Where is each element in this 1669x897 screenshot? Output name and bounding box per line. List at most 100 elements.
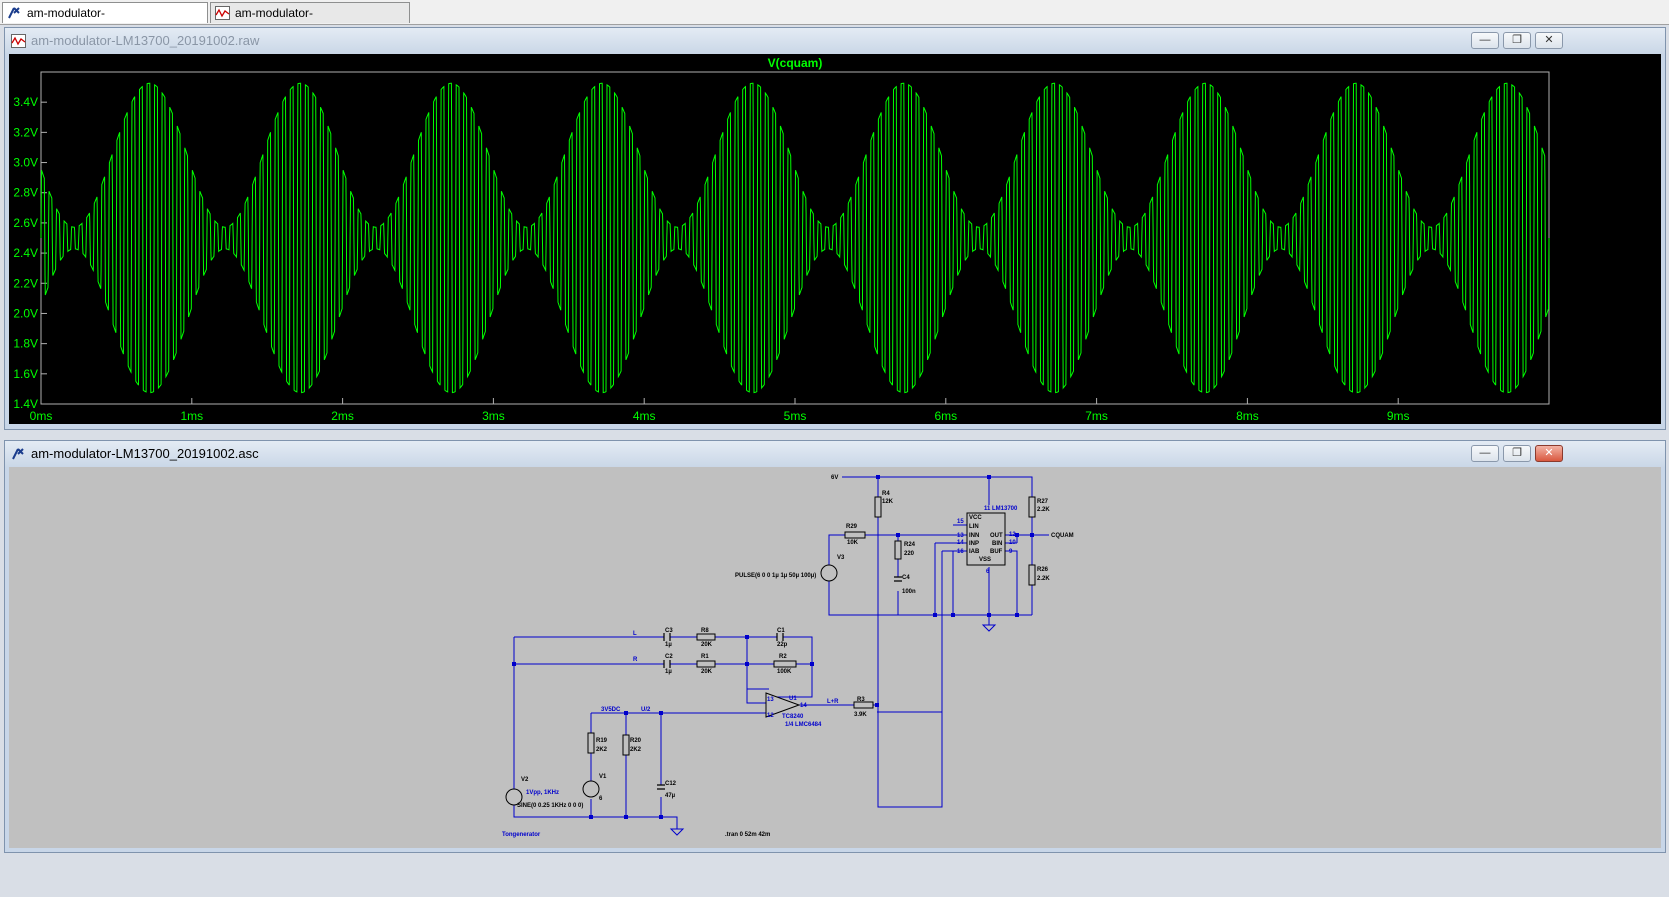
r27-value: 2.2K (1037, 507, 1050, 513)
r20-value: 2K2 (630, 747, 642, 753)
chart-title: V(cquam) (768, 56, 823, 70)
c12-value: 47µ (665, 793, 676, 799)
x-tick-label: 2ms (331, 409, 354, 423)
c2-value: 1µ (665, 669, 672, 675)
schematic-icon (8, 7, 20, 19)
svg-text:13: 13 (957, 533, 964, 539)
svg-text:R29: R29 (846, 524, 858, 530)
series-line-v-cquam (40, 82, 1550, 394)
resistor-r20 (622, 734, 630, 756)
schematic-window-titlebar[interactable]: am-modulator-LM13700_20191002.asc — ❐ ✕ (5, 441, 1665, 467)
svg-text:15: 15 (957, 519, 964, 525)
resistor-r2 (773, 660, 797, 668)
restore-button[interactable]: ❐ (1503, 445, 1531, 462)
svg-text:R26: R26 (1037, 567, 1049, 573)
y-tick-label: 2.0V (13, 306, 38, 320)
document-tab-bar: am-modulator-LM13700_20191002.asc am-mod… (0, 0, 1669, 40)
r19-value: 2K2 (596, 747, 608, 753)
svg-text:16: 16 (957, 549, 964, 555)
waveform-plot[interactable]: V(cquam) 1.4V 1.6V 1.8V 2.0V 2.2V 2.4V 2.6V 2.8… (9, 54, 1661, 424)
y-tick-label: 2.8V (13, 186, 38, 200)
waveform-window-icon (11, 34, 26, 48)
waveform-window: am-modulator-LM13700_20191002.raw — ❐ ✕ … (4, 27, 1666, 430)
resistor-r4 (874, 496, 882, 518)
ic-pin-bin: BIN (992, 541, 1002, 547)
svg-text:13: 13 (767, 697, 774, 703)
x-tick-label: 4ms (633, 409, 656, 423)
waveform-chart[interactable]: V(cquam) 1.4V 1.6V 1.8V 2.0V 2.2V 2.4V 2.6V 2.8… (9, 54, 1661, 424)
svg-text:R3: R3 (857, 697, 865, 703)
waveform-window-title: am-modulator-LM13700_20191002.raw (31, 33, 260, 48)
r4-value: 12K (882, 499, 894, 505)
y-tick-label: 2.4V (13, 246, 38, 260)
close-button[interactable]: ✕ (1535, 445, 1563, 462)
sine-spec: SINE(0 0.25 1KHz 0 0 0) (517, 803, 583, 809)
ic-pin-lin: LIN (969, 524, 979, 530)
source-v3 (820, 564, 838, 582)
resistor-r3 (853, 701, 874, 709)
waveform-window-titlebar[interactable]: am-modulator-LM13700_20191002.raw — ❐ ✕ (5, 28, 1665, 54)
r8-value: 20K (701, 642, 713, 648)
svg-text:R2: R2 (779, 654, 787, 660)
x-tick-label: 9ms (1387, 409, 1410, 423)
r2-value: 100K (777, 669, 792, 675)
v1-value: 6 (599, 796, 603, 802)
svg-text:U1: U1 (789, 696, 797, 702)
svg-text:R20: R20 (630, 738, 642, 744)
svg-text:R4: R4 (882, 491, 890, 497)
restore-button[interactable]: ❐ (1503, 32, 1531, 49)
x-tick-label: 7ms (1085, 409, 1108, 423)
junction-dots (512, 475, 1034, 819)
resistor-r26 (1028, 564, 1036, 586)
schematic-canvas[interactable]: 6V CQUAM 12K R4 R29 10K R24 220 C4 100n … (9, 467, 1661, 848)
resistor-r27 (1028, 496, 1036, 518)
tran-directive: .tran 0 52m 42m (725, 832, 770, 838)
svg-text:R8: R8 (701, 628, 709, 634)
y-tick-label: 1.8V (13, 337, 38, 351)
r26-value: 2.2K (1037, 576, 1050, 582)
c4-value: 100n (902, 589, 916, 595)
svg-text:V1: V1 (599, 774, 607, 780)
svg-text:6: 6 (986, 569, 990, 575)
c1-value: 22p (777, 642, 788, 648)
minimize-button[interactable]: — (1471, 445, 1499, 462)
ic-pin-buf: BUF (990, 549, 1003, 555)
x-tick-label: 6ms (934, 409, 957, 423)
r1-value: 20K (701, 669, 713, 675)
c3-value: 1µ (665, 642, 672, 648)
y-tick-label: 2.2V (13, 276, 38, 290)
ota-ic-lm13700 (966, 512, 1006, 566)
half-net-label: U/2 (641, 707, 651, 713)
schematic-window: am-modulator-LM13700_20191002.asc — ❐ ✕ (4, 440, 1666, 853)
ic-pin-inn: INN (969, 533, 979, 539)
y-tick-label: 3.4V (13, 95, 38, 109)
pulse-spec: PULSE(6 0 0 1µ 1µ 50µ 100µ) (735, 573, 816, 579)
ground-symbols (669, 624, 997, 836)
x-tick-label: 5ms (784, 409, 807, 423)
r24-value: 220 (904, 551, 915, 557)
schematic-drawing[interactable]: 6V CQUAM 12K R4 R29 10K R24 220 C4 100n … (9, 467, 1661, 848)
tab-schematic[interactable]: am-modulator-LM13700_20191002.asc (2, 2, 208, 40)
y-tick-label: 2.6V (13, 216, 38, 230)
svg-text:14: 14 (957, 540, 964, 546)
y-tick-label: 1.4V (13, 397, 38, 411)
r29-value: 10K (847, 540, 859, 546)
y-tick-label: 1.6V (13, 367, 38, 381)
resistor-r29 (844, 531, 866, 539)
resistor-r19 (587, 732, 595, 754)
y-tick-label: 3.2V (13, 125, 38, 139)
x-tick-label: 8ms (1236, 409, 1259, 423)
svg-text:14: 14 (800, 703, 807, 709)
x-tick-label: 3ms (482, 409, 505, 423)
close-button[interactable]: ✕ (1535, 32, 1563, 49)
opamp-part-label: 1/4 LMC6484 (785, 722, 822, 728)
generator-label: Tongenerator (502, 832, 541, 838)
minimize-button[interactable]: — (1471, 32, 1499, 49)
svg-text:9: 9 (1009, 549, 1013, 555)
waveform-icon (215, 6, 230, 20)
ic-pin-out: OUT (990, 533, 1003, 539)
schematic-window-icon (12, 448, 24, 460)
schematic-window-title: am-modulator-LM13700_20191002.asc (31, 446, 259, 461)
output-net-label: CQUAM (1051, 533, 1074, 539)
tab-waveform[interactable]: am-modulator-LM13700_20191002.raw (210, 2, 410, 40)
